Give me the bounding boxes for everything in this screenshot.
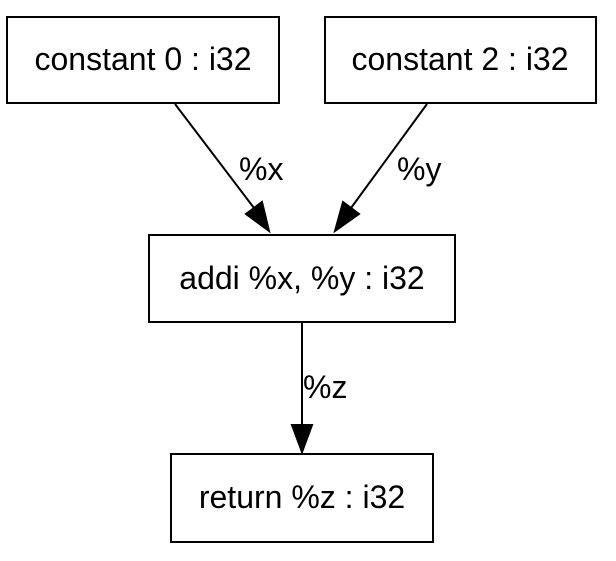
arrow-head-y xyxy=(333,200,361,234)
arrow-head-z xyxy=(290,424,314,455)
edge-x: %x xyxy=(174,103,283,234)
edge-label-y: %y xyxy=(397,151,441,187)
node-addi: addi %x, %y : i32 xyxy=(148,234,456,323)
node-label-addi: addi %x, %y : i32 xyxy=(179,260,424,296)
edge-y: %y xyxy=(333,103,441,234)
node-return: return %z : i32 xyxy=(170,453,434,543)
arrow-head-x xyxy=(244,200,271,234)
node-label-constant-2: constant 2 : i32 xyxy=(351,41,568,77)
edge-label-x: %x xyxy=(239,151,283,187)
node-label-return: return %z : i32 xyxy=(199,479,405,515)
edge-label-z: %z xyxy=(303,369,347,405)
node-label-constant-0: constant 0 : i32 xyxy=(34,41,251,77)
edge-z: %z xyxy=(290,323,347,455)
node-constant-2: constant 2 : i32 xyxy=(324,16,597,104)
node-constant-0: constant 0 : i32 xyxy=(6,16,280,104)
